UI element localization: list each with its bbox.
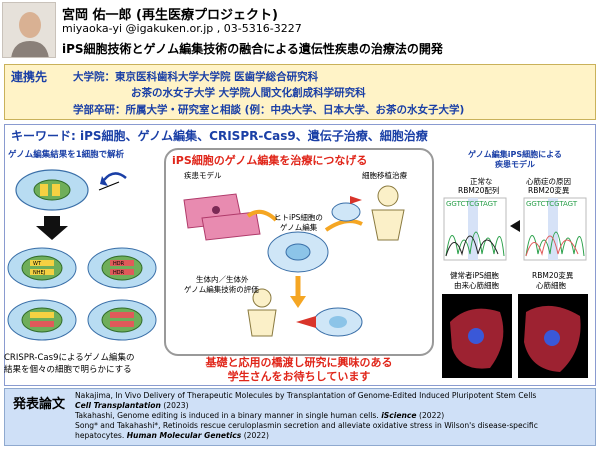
- publication-list: Nakajima, In Vivo Delivery of Therapeuti…: [75, 391, 593, 441]
- pub-3-text-b: hepatocytes.: [75, 431, 127, 440]
- right-panel: 正常な RBM20配列 心筋症の原因 RBM20変異 GGTCTCGTAGT G…: [440, 174, 590, 384]
- mutant-seq-label-1: 心筋症の原因: [526, 177, 571, 186]
- researcher-name: 宮岡 佑一郎 (再生医療プロジェクト): [62, 8, 278, 23]
- right-caption-line-2: 疾患モデル: [495, 160, 535, 169]
- collab-line-2: お茶の水女子大学 大学院人間文化創成科学研究科: [131, 87, 366, 99]
- mutant-sequence: GGTCTCGTAGT: [526, 200, 578, 208]
- disease-model-label: 疾患モデル: [184, 171, 222, 180]
- pub-3-journal: Human Molecular Genetics: [126, 431, 242, 440]
- center-panel-title: iPS細胞のゲノム編集を治療につなげる: [172, 154, 368, 167]
- recruitment-message: 基礎と応用の橋渡し研究に興味のある 学生さんをお待ちしています: [164, 356, 434, 384]
- normal-seq-label-2: RBM20配列: [458, 186, 500, 195]
- header: 宮岡 佑一郎 (再生医療プロジェクト) miyaoka-yi @igakuken…: [0, 0, 600, 62]
- collaborators-box: 連携先 大学院：東京医科歯科大学大学院 医歯学総合研究科 お茶の水女子大学 大学…: [4, 64, 596, 120]
- pub-1-text: Nakajima, In Vivo Delivery of Therapeuti…: [75, 391, 537, 400]
- pub-2-line: Takahashi, Genome editing is induced in …: [75, 411, 593, 421]
- allele-label: NHEJ: [33, 270, 45, 276]
- research-figure-box: キーワード: iPS細胞、ゲノム編集、CRISPR-Cas9、遺伝子治療、細胞治…: [4, 124, 596, 386]
- single-cell-analysis-panel: ゲノム編集結果を1細胞で解析 WT NHEJ HDR HDR: [4, 148, 164, 382]
- contact-info: miyaoka-yi @igakuken.or.jp , 03-5316-322…: [62, 22, 302, 35]
- center-panel: iPS細胞のゲノム編集を治療につなげる: [164, 148, 434, 356]
- publications-label: 発表論文: [13, 397, 66, 412]
- cell-transplant-label: 細胞移植治療: [362, 171, 407, 180]
- genome-edit-label-2: ゲノム編集: [280, 223, 318, 232]
- page-title: iPS細胞技術とゲノム編集技術の融合による遺伝性疾患の治療法の開発: [62, 42, 443, 56]
- sequencing-chromatogram: GGTCTCGTAGT GGTCTCGTAGT: [443, 197, 587, 261]
- pub-2-year: (2022): [416, 411, 445, 420]
- evaluation-label-2: ゲノム編集技術の評価: [184, 285, 259, 294]
- genome-edit-label-1: ヒトiPS細胞の: [274, 213, 323, 222]
- pub-2-journal: iScience: [381, 411, 417, 420]
- collab-line-1: 大学院：東京医科歯科大学大学院 医歯学総合研究科: [73, 71, 319, 83]
- pub-1-journal: Cell Transplantation: [75, 401, 161, 410]
- allele-label: HDR: [113, 270, 125, 276]
- center-panel-area: iPS細胞のゲノム編集を治療につなげる: [0, 128, 600, 388]
- pub-1-year: (2023): [160, 401, 189, 410]
- right-caption-line-1: ゲノム編集iPS細胞による: [468, 150, 562, 159]
- cardiomyocyte-images: [442, 294, 588, 378]
- recruitment-line-1: 基礎と応用の橋渡し研究に興味のある: [205, 356, 393, 369]
- healthy-cell-label-1: 健常者iPS細胞: [450, 271, 499, 280]
- genome-edit-cycle-diagram: [183, 185, 405, 337]
- mutant-seq-label-2: RBM20変異: [528, 186, 570, 195]
- pub-1-journal-line: Cell Transplantation (2023): [75, 401, 593, 411]
- normal-sequence: GGTCTCGTAGT: [446, 200, 498, 208]
- left-footer-line-1: CRISPR-Cas9によるゲノム編集の: [4, 353, 135, 363]
- left-footer-line-2: 結果を個々の細胞で明らかにする: [4, 365, 132, 375]
- cell-diagram: WT NHEJ HDR HDR: [7, 169, 157, 341]
- healthy-cell-label-2: 由来心筋細胞: [454, 281, 499, 290]
- pub-1-line: Nakajima, In Vivo Delivery of Therapeuti…: [75, 391, 593, 401]
- mutant-cell-label-1: RBM20変異: [532, 271, 574, 280]
- mutant-cell-label-2: 心筋細胞: [536, 281, 566, 290]
- allele-label: WT: [33, 261, 42, 267]
- left-panel-caption: ゲノム編集結果を1細胞で解析: [8, 150, 125, 160]
- pub-2-text: Takahashi, Genome editing is induced in …: [75, 411, 382, 420]
- collaborators-label: 連携先: [11, 70, 48, 84]
- pub-3-line: Song* and Takahashi*, Retinoids rescue c…: [75, 421, 593, 431]
- evaluation-label-1: 生体内／生体外: [196, 275, 249, 284]
- left-panel-footer: CRISPR-Cas9によるゲノム編集の 結果を個々の細胞で明らかにする: [4, 352, 134, 376]
- allele-label: HDR: [113, 261, 125, 267]
- collab-line-3: 学部卒研：所属大学・研究室と相談 (例：中央大学、日本大学、お茶の水女子大学): [73, 104, 465, 116]
- profile-photo: [2, 2, 56, 58]
- keywords: キーワード: iPS細胞、ゲノム編集、CRISPR-Cas9、遺伝子治療、細胞治…: [11, 129, 428, 143]
- normal-seq-label-1: 正常な: [470, 177, 493, 186]
- pub-3-text: Song* and Takahashi*, Retinoids rescue c…: [75, 421, 538, 430]
- person-photo-icon: [3, 3, 55, 57]
- right-panel-caption: ゲノム編集iPS細胞による 疾患モデル: [440, 150, 590, 170]
- recruitment-line-2: 学生さんをお待ちしています: [227, 370, 371, 383]
- pub-3-year: (2022): [241, 431, 269, 440]
- publications-box: 発表論文 Nakajima, In Vivo Delivery of Thera…: [4, 388, 596, 446]
- pub-3-journal-line: hepatocytes. Human Molecular Genetics (2…: [75, 431, 593, 441]
